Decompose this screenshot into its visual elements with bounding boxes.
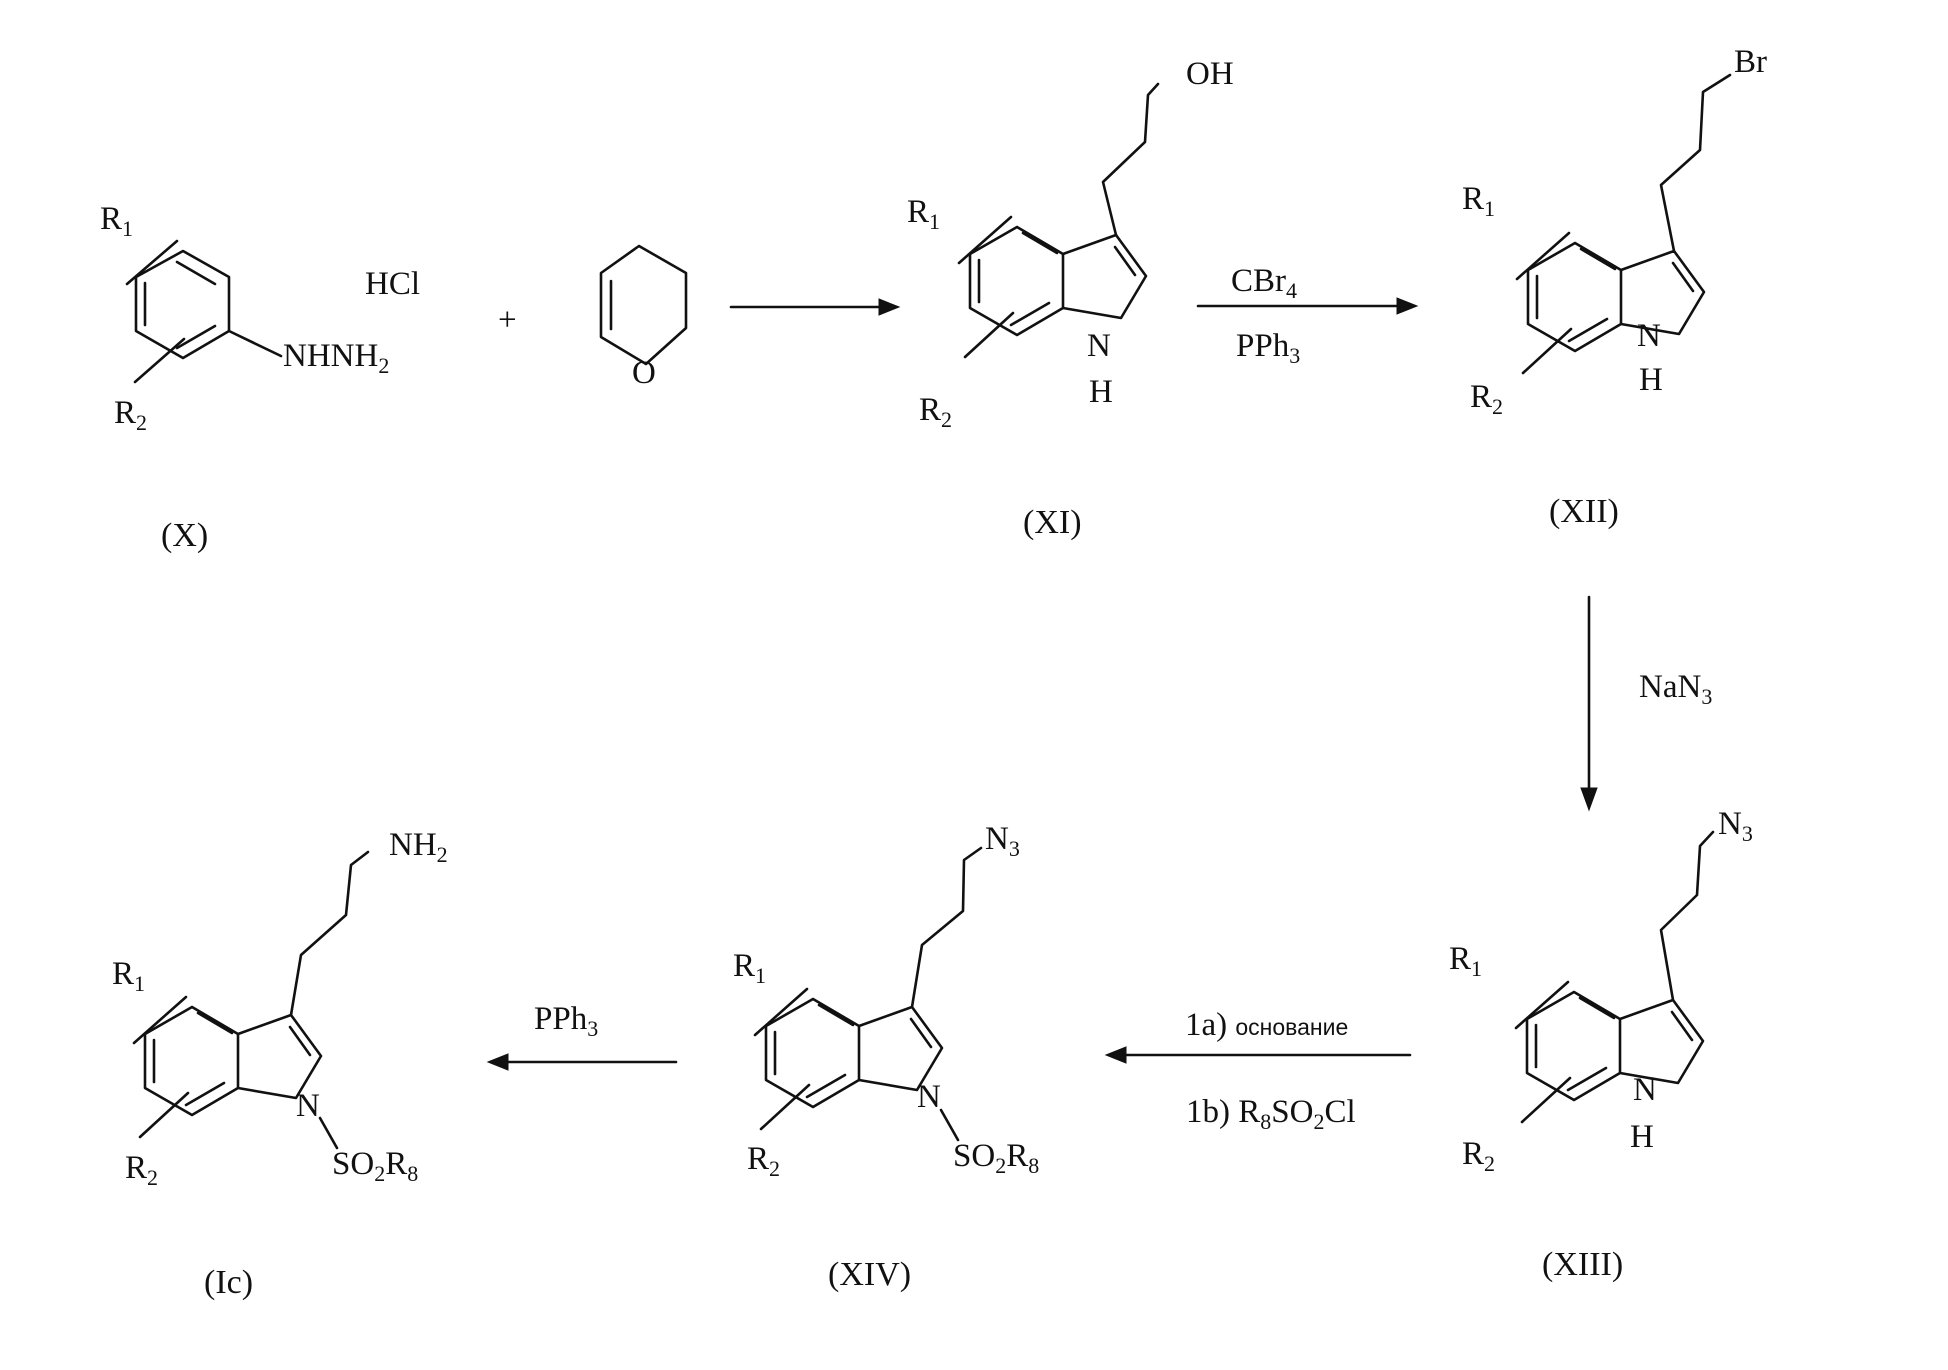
nh-h-label-xi: H (1089, 376, 1113, 409)
r2-label-xiii: R2 (1462, 1138, 1495, 1175)
reagent-sulfonyl-chloride: 1b) R8SO2Cl (1186, 1096, 1356, 1133)
nh-h-label-xii: H (1639, 364, 1663, 397)
base-word: основание (1235, 1014, 1348, 1040)
aminopropyl-chain (291, 852, 368, 1015)
compound-x-structure (127, 241, 281, 382)
reagent-pph3-step1: PPh3 (1236, 330, 1300, 367)
nh-n-label-xii: N (1637, 320, 1661, 353)
bromopropyl-chain (1661, 75, 1730, 251)
hcl-label: HCl (365, 268, 420, 301)
r2-label-xii: R2 (1470, 381, 1503, 418)
nh2-label: NH2 (389, 829, 448, 866)
dihydropyran-structure (601, 246, 686, 364)
indole-core-xii (1517, 233, 1704, 373)
r1-label-xiv: R1 (733, 950, 766, 987)
n-s-bond-ic (320, 1118, 337, 1148)
reagent-nan3: NaN3 (1639, 671, 1712, 708)
n-label-ic: N (296, 1090, 320, 1123)
compound-id-x: (X) (161, 519, 208, 553)
n3-label-xiv: N3 (985, 823, 1020, 860)
reagent-base: 1a) основание (1185, 1009, 1348, 1042)
nh-n-label-xiii: N (1633, 1074, 1657, 1107)
r2-label-xiv: R2 (747, 1143, 780, 1180)
compound-id-ic: (Ic) (204, 1266, 253, 1300)
n-label-xiv: N (917, 1081, 941, 1114)
arrow-step-fischer (731, 299, 899, 315)
br-label: Br (1734, 46, 1767, 79)
r1-label-x: R1 (100, 203, 133, 240)
compound-id-xi: (XI) (1023, 506, 1082, 540)
ring-oxygen-label: O (632, 357, 656, 390)
azidopropyl-chain-xiii (1661, 832, 1713, 1000)
r1-label-xi: R1 (907, 196, 940, 233)
compound-id-xii: (XII) (1549, 495, 1619, 529)
arrow-step-reduction (488, 1054, 676, 1070)
r1-label-ic: R1 (112, 958, 145, 995)
arrow-step-sulfonylation (1106, 1047, 1410, 1063)
arrow-step-azidation (1581, 597, 1597, 810)
r1-label-xii: R1 (1462, 183, 1495, 220)
compound-id-xiv: (XIV) (828, 1258, 911, 1292)
oh-label: OH (1186, 58, 1234, 91)
indole-core-xiii (1516, 982, 1703, 1122)
r2-label-ic: R2 (125, 1152, 158, 1189)
reagent-pph3-step4: PPh3 (534, 1003, 598, 1040)
r2-label-xi: R2 (919, 394, 952, 431)
n-s-bond-xiv (941, 1110, 958, 1140)
indole-core-ic (134, 997, 321, 1137)
indole-core-xiv (755, 989, 942, 1129)
n3-label-xiii: N3 (1718, 808, 1753, 845)
plus-sign: + (498, 304, 517, 337)
nh-n-label-xi: N (1087, 330, 1111, 363)
indole-core-xi (959, 217, 1146, 357)
compound-id-xiii: (XIII) (1542, 1248, 1623, 1282)
azidopropyl-chain-xiv (912, 848, 981, 1007)
nh-h-label-xiii: H (1630, 1121, 1654, 1154)
r1-label-xiii: R1 (1449, 943, 1482, 980)
so2r8-label-ic: SO2R8 (332, 1148, 418, 1185)
r2-label-x: R2 (114, 397, 147, 434)
so2r8-label-xiv: SO2R8 (953, 1140, 1039, 1177)
reagent-cbr4: CBr4 (1231, 265, 1297, 302)
hydroxypropyl-chain (1103, 84, 1158, 235)
hydrazine-label: NHNH2 (283, 340, 389, 377)
